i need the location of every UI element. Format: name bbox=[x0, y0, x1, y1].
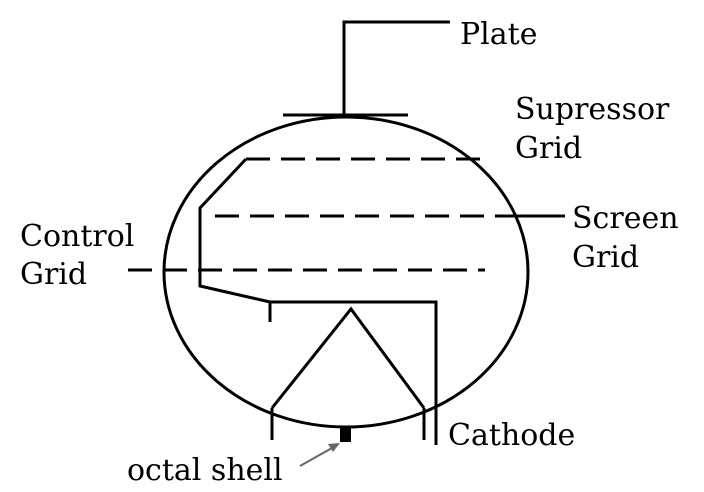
screen-grid-label-line1: Screen bbox=[572, 201, 679, 236]
tube-envelope bbox=[162, 115, 530, 429]
suppressor-grid-label-line2: Grid bbox=[515, 131, 582, 166]
plate-label: Plate bbox=[460, 17, 537, 52]
octal-shell-pin bbox=[340, 427, 351, 442]
octal-shell-arrowhead bbox=[328, 443, 340, 452]
octal-shell-label: octal shell bbox=[127, 453, 283, 488]
suppressor-cathode-wire bbox=[198, 157, 438, 445]
screen-grid-label-line2: Grid bbox=[572, 240, 639, 275]
control-grid-label-line1: Control bbox=[20, 219, 134, 254]
suppressor-grid-label-line1: Supressor bbox=[515, 92, 670, 127]
control-grid-label-line2: Grid bbox=[20, 257, 87, 292]
plate-lead bbox=[342, 20, 450, 115]
cathode-label: Cathode bbox=[448, 418, 575, 453]
octal-shell-arrow bbox=[299, 447, 333, 467]
heater-filament bbox=[270, 306, 426, 409]
